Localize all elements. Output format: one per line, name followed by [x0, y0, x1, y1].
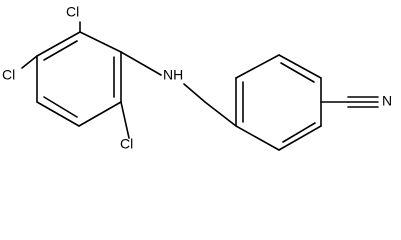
ring2-bond [235, 125, 280, 151]
ring2-double-bond [282, 122, 316, 143]
cl-bottom-bond [120, 101, 130, 139]
nitrile-n-label: N [382, 93, 392, 109]
ring1-bond [36, 31, 81, 57]
ring1-bond [36, 101, 80, 127]
trichlorophenyl-ring [36, 31, 122, 127]
nh-ch2-bond [183, 83, 206, 103]
amine-linker: NH [120, 51, 237, 127]
ring1-bond [79, 31, 122, 53]
benzonitrile-ring [235, 54, 322, 151]
ring1-double-bond [43, 96, 78, 118]
ring2-bond [278, 125, 322, 151]
amine-nh-label: NH [163, 67, 183, 83]
ring2-bond [235, 54, 280, 79]
ring2-bond [278, 54, 322, 79]
ring2-double-bond [280, 62, 315, 83]
nitrile-group: N [320, 93, 392, 109]
ring1-double-bond [43, 40, 78, 61]
ring1-bond [78, 101, 122, 127]
aryl-nh-bond [120, 51, 162, 76]
ch2-ring-bond [204, 101, 237, 127]
chlorine-left-label: Cl [2, 67, 15, 83]
chlorine-bottom-label: Cl [120, 136, 133, 152]
cl-left-bond [21, 55, 38, 69]
chlorine-top-label: Cl [66, 4, 79, 20]
chlorine-substituents: Cl Cl Cl [2, 4, 133, 152]
chemical-structure-diagram: Cl Cl Cl NH N [2, 4, 392, 152]
